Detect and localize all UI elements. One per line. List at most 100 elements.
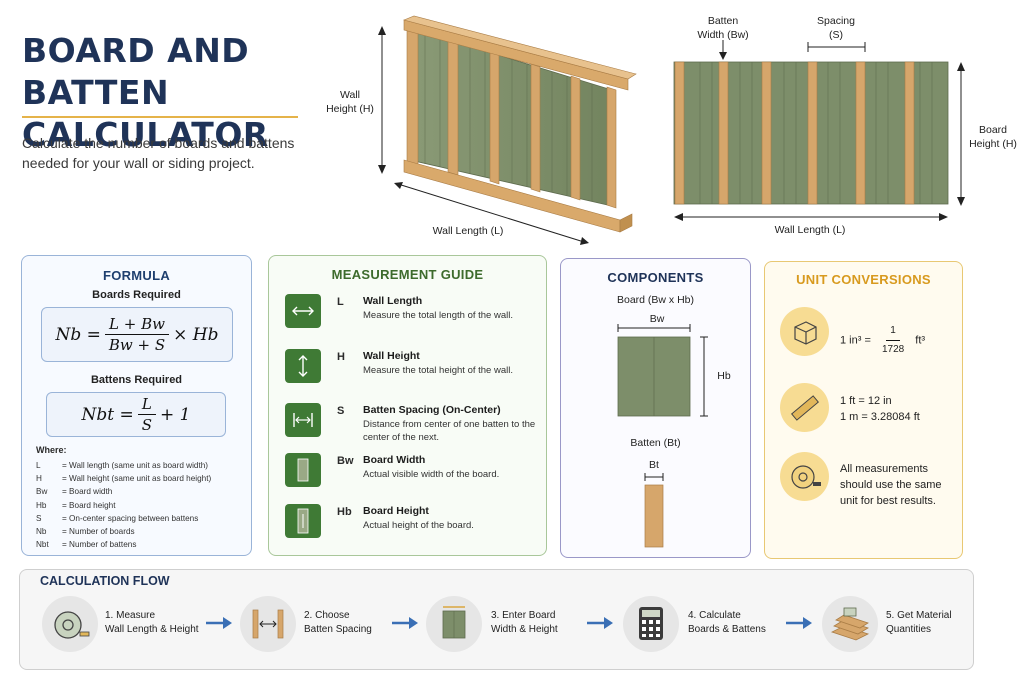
where-row: Bw = Board width bbox=[36, 485, 211, 498]
boards-formula-lhs: Nb = bbox=[55, 324, 101, 345]
flow-step-title: 1. Measure bbox=[105, 610, 156, 621]
guide-item-board-width: Bw Board Width Actual visible width of t… bbox=[285, 453, 540, 497]
measurement-guide-card: MEASUREMENT GUIDE L Wall Length Measure … bbox=[268, 255, 547, 556]
title-underline bbox=[22, 116, 298, 118]
board-icon bbox=[426, 596, 482, 652]
conversion-length: 1 ft = 12 in 1 m = 3.28084 ft bbox=[840, 393, 920, 425]
board-height-label-l2: Height (H) bbox=[969, 138, 1017, 150]
flow-step-subtitle: Boards & Battens bbox=[688, 624, 766, 635]
guide-desc: Actual height of the board. bbox=[363, 520, 474, 531]
title-line-2: CALCULATOR bbox=[22, 115, 269, 154]
board-height-icon bbox=[285, 504, 321, 538]
where-desc: = Number of boards bbox=[62, 527, 135, 537]
boards-denominator: Bw + S bbox=[108, 336, 166, 354]
ruler-icon bbox=[780, 383, 829, 432]
batten-width-dim-label: Bt bbox=[649, 459, 659, 471]
guide-heading: MEASUREMENT GUIDE bbox=[331, 267, 484, 282]
wall-height-label-l1: Wall bbox=[339, 89, 361, 101]
conversion-cubic-lhs: 1 in³ = bbox=[840, 334, 871, 347]
horizontal-arrows-icon bbox=[285, 294, 321, 328]
conversion-cubic-unit: ft³ bbox=[915, 334, 926, 347]
page-title: BOARD AND BATTEN CALCULATOR bbox=[22, 30, 362, 156]
tape-measure-icon bbox=[42, 596, 98, 652]
battens-numerator: L bbox=[137, 395, 156, 415]
spacing-label: Spacing (S) bbox=[806, 14, 866, 42]
guide-item-batten-spacing: S Batten Spacing (On-Center) Distance fr… bbox=[285, 403, 540, 447]
boards-formula-tail: × Hb bbox=[173, 324, 219, 345]
battens-formula: Nbt = L S + 1 bbox=[46, 392, 226, 437]
board-width-icon bbox=[285, 453, 321, 487]
guide-item-board-height: Hb Board Height Actual height of the boa… bbox=[285, 504, 540, 548]
where-desc: = Wall height (same unit as board height… bbox=[62, 474, 212, 484]
batten-spacing-icon bbox=[240, 596, 296, 652]
battens-formula-lhs: Nbt = bbox=[81, 404, 134, 425]
guide-item-wall-height: H Wall Height Measure the total height o… bbox=[285, 349, 540, 393]
page-subtitle: Calculate the number of boards and batte… bbox=[22, 135, 295, 171]
spacing-label-l2: (S) bbox=[829, 29, 843, 41]
board-width-dim-label: Bw bbox=[649, 313, 665, 325]
battens-fraction: L S bbox=[137, 395, 156, 434]
where-row: S = On-center spacing between battens bbox=[36, 512, 211, 525]
where-desc: = Board height bbox=[62, 500, 116, 510]
board-height-label-l1: Board bbox=[978, 124, 1008, 136]
guide-symbol: H bbox=[337, 351, 345, 363]
arrow-right-icon bbox=[206, 617, 232, 629]
wall-height-label: Wall Height (H) bbox=[320, 88, 380, 116]
guide-symbol: L bbox=[337, 296, 344, 308]
guide-desc: Distance from center of one batten to th… bbox=[363, 419, 536, 443]
flow-step-title: 2. Choose bbox=[304, 610, 350, 621]
where-symbol: Nbt bbox=[36, 540, 49, 550]
where-row: Nb= Number of boards bbox=[36, 525, 211, 538]
wall-height-label-l2: Height (H) bbox=[326, 103, 374, 115]
where-desc: = On-center spacing between battens bbox=[62, 513, 199, 523]
batten-width-label-l1: Batten bbox=[707, 15, 739, 27]
flow-step-2: 2. Choose Batten Spacing bbox=[304, 609, 372, 637]
wall-length-label-flat: Wall Length (L) bbox=[774, 224, 846, 236]
guide-item-wall-length: L Wall Length Measure the total length o… bbox=[285, 294, 540, 338]
batten-width-label-l2: Width (Bw) bbox=[697, 29, 749, 41]
battens-formula-tail: + 1 bbox=[160, 404, 191, 425]
conversion-note: All measurements should use the same uni… bbox=[840, 461, 942, 509]
lumber-stack-icon bbox=[822, 596, 878, 652]
guide-title: Wall Height bbox=[363, 350, 420, 362]
flow-step-title: 4. Calculate bbox=[688, 610, 741, 621]
boards-fraction: L + Bw Bw + S bbox=[105, 315, 169, 354]
battens-required-heading: Battens Required bbox=[90, 374, 183, 386]
where-symbol: Bw bbox=[36, 487, 48, 497]
boards-required-heading: Boards Required bbox=[92, 289, 181, 301]
guide-desc: Measure the total height of the wall. bbox=[363, 365, 513, 376]
flow-step-subtitle: Quantities bbox=[886, 624, 932, 635]
tape-measure-icon bbox=[780, 452, 829, 501]
where-symbol: L bbox=[36, 461, 41, 470]
conversion-numerator: 1 bbox=[886, 323, 900, 341]
flow-step-title: 3. Enter Board bbox=[491, 610, 556, 621]
units-heading: UNIT CONVERSIONS bbox=[796, 272, 931, 287]
where-row: Nbt= Number of battens bbox=[36, 538, 211, 551]
conversion-denominator: 1728 bbox=[881, 344, 905, 355]
board-height-dim-label: Hb bbox=[717, 370, 731, 382]
where-row: L= Wall length (same unit as board width… bbox=[36, 459, 211, 472]
boards-numerator: L + Bw bbox=[105, 315, 169, 335]
boards-formula: Nb = L + Bw Bw + S × Hb bbox=[41, 307, 233, 362]
guide-title: Board Height bbox=[363, 505, 429, 517]
guide-desc: Actual visible width of the board. bbox=[363, 469, 500, 480]
board-height-label: Board Height (H) bbox=[962, 123, 1024, 151]
conversion-note-l3: unit for best results. bbox=[840, 495, 936, 507]
components-heading: COMPONENTS bbox=[607, 270, 704, 285]
batten-width-label: Batten Width (Bw) bbox=[693, 14, 753, 42]
guide-symbol: S bbox=[337, 405, 345, 417]
arrow-right-icon bbox=[392, 617, 418, 629]
formula-heading: FORMULA bbox=[102, 268, 171, 283]
battens-denominator: S bbox=[141, 416, 153, 434]
where-row: Hb= Board height bbox=[36, 499, 211, 512]
formula-card: FORMULA Boards Required Nb = L + Bw Bw +… bbox=[21, 255, 252, 556]
flow-step-subtitle: Width & Height bbox=[491, 624, 558, 635]
guide-desc: Measure the total length of the wall. bbox=[363, 310, 513, 321]
where-desc: = Board width bbox=[62, 487, 113, 497]
flow-heading: CALCULATION FLOW bbox=[40, 574, 170, 588]
cube-icon bbox=[780, 307, 829, 356]
guide-title: Batten Spacing (On-Center) bbox=[363, 404, 501, 416]
guide-symbol: Hb bbox=[337, 506, 352, 518]
where-symbol: S bbox=[36, 513, 42, 523]
